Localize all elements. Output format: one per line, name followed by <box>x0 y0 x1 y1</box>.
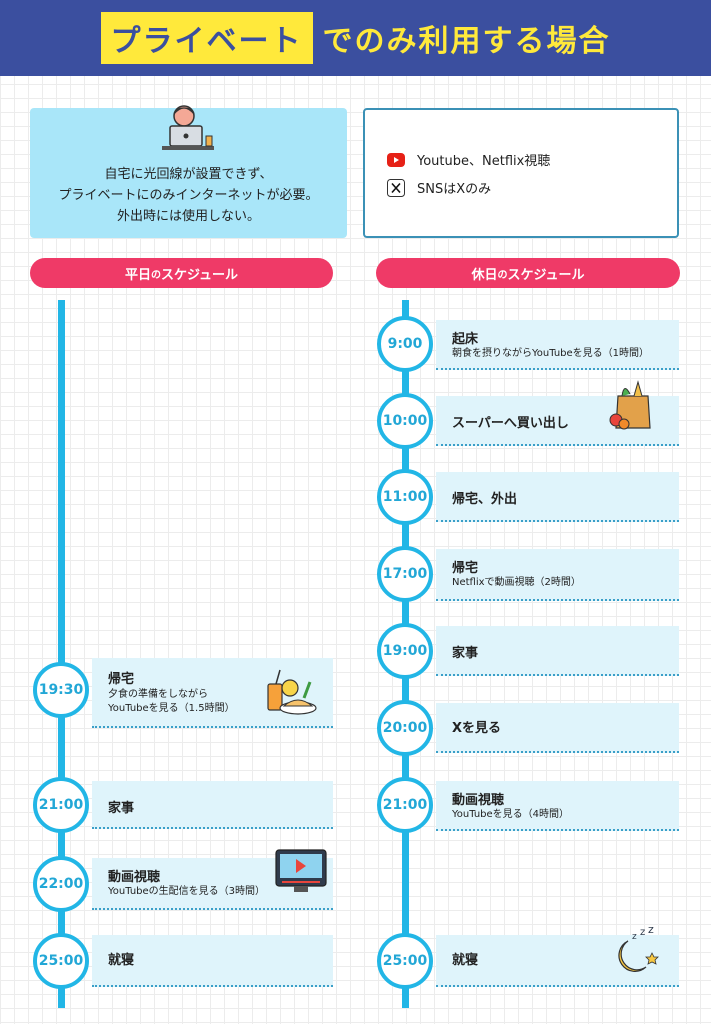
weekday-event-card: 就寝 <box>92 935 333 987</box>
event-title: 帰宅 <box>108 672 135 687</box>
holiday-event-card: 就寝 z z z <box>436 927 679 987</box>
page-header: プライベート でのみ利用する場合 <box>0 0 711 76</box>
weekday-schedule-pill: 平日のスケジュール <box>30 258 333 288</box>
event-detail: YouTubeを見る（4時間） <box>452 809 570 820</box>
weekday-title-main: 平日 <box>124 267 151 283</box>
holiday-schedule-pill: 休日のスケジュール <box>376 258 680 288</box>
person-laptop-icon <box>162 105 214 150</box>
x-logo-icon <box>387 178 405 197</box>
event-title: 動画視聴 <box>108 870 161 885</box>
holiday-time-circle: 9:00 <box>377 316 433 372</box>
svg-text:z: z <box>632 932 637 942</box>
weekday-time-circle: 19:30 <box>33 662 89 718</box>
video-player-icon <box>275 849 327 892</box>
persona-line-3: 外出時には使用しない。 <box>116 209 260 224</box>
event-title: 帰宅 <box>452 561 479 576</box>
event-title: Xを見る <box>452 721 502 736</box>
holiday-title-small: の <box>497 269 508 281</box>
holiday-event-card: 起床 朝食を摂りながらYouTubeを見る（1時間） <box>436 320 679 370</box>
event-title: 家事 <box>452 646 479 661</box>
holiday-event-card: Xを見る <box>436 703 679 753</box>
event-title: スーパーへ買い出し <box>452 416 569 431</box>
holiday-event-card: スーパーへ買い出し <box>436 380 679 446</box>
holiday-event-card: 家事 <box>436 626 679 676</box>
svg-text:z: z <box>648 927 654 936</box>
holiday-time-circle: 17:00 <box>377 546 433 602</box>
persona-line-2: プライベートにのみインターネットが必要。 <box>58 188 319 203</box>
weekday-time-circle: 25:00 <box>33 933 89 989</box>
weekday-event-card: 帰宅 夕食の準備をしながら YouTubeを見る（1.5時間） <box>92 658 333 728</box>
page-title-highlight: プライベート <box>100 12 313 64</box>
holiday-time-circle: 20:00 <box>377 700 433 756</box>
event-title: 帰宅、外出 <box>452 492 518 507</box>
usage-item-youtube: Youtube、Netflix視聴 <box>387 150 550 169</box>
dinner-icon <box>267 669 317 715</box>
event-title: 動画視聴 <box>452 793 505 808</box>
event-detail: Netflixで動画視聴（2時間） <box>452 577 581 588</box>
holiday-title-tail: スケジュール <box>507 267 585 283</box>
holiday-event-card: 帰宅 Netflixで動画視聴（2時間） <box>436 549 679 601</box>
event-detail: YouTubeの生配信を見る（3時間） <box>108 886 266 897</box>
weekday-title-tail: スケジュール <box>160 267 239 283</box>
svg-text:z: z <box>640 927 645 938</box>
holiday-time-circle: 25:00 <box>377 933 433 989</box>
youtube-icon <box>387 151 405 169</box>
grocery-bag-icon <box>609 380 651 430</box>
weekday-time-circle: 22:00 <box>33 856 89 912</box>
usage-item-label: Youtube、Netflix視聴 <box>417 154 551 169</box>
holiday-event-card: 帰宅、外出 <box>436 472 679 522</box>
event-detail: 朝食を摂りながらYouTubeを見る（1時間） <box>452 348 650 359</box>
holiday-time-circle: 11:00 <box>377 469 433 525</box>
usage-box: Youtube、Netflix視聴 SNSはXのみ <box>363 108 679 238</box>
moon-sleep-icon: z z z <box>618 927 659 972</box>
holiday-time-circle: 21:00 <box>377 777 433 833</box>
event-title: 就寝 <box>108 953 135 968</box>
event-title: 起床 <box>452 332 479 347</box>
event-detail: 夕食の準備をしながら <box>108 689 208 700</box>
weekday-timeline-line <box>58 300 65 1008</box>
page-title: でのみ利用する場合 <box>322 24 611 59</box>
event-detail: YouTubeを見る（1.5時間） <box>108 703 235 714</box>
weekday-title-small: の <box>150 269 161 281</box>
usage-item-label: SNSはXのみ <box>417 182 492 197</box>
event-title: 就寝 <box>452 953 479 968</box>
holiday-time-circle: 10:00 <box>377 393 433 449</box>
holiday-title-main: 休日 <box>471 267 498 283</box>
persona-line-1: 自宅に光回線が設置できず、 <box>104 167 273 182</box>
holiday-time-circle: 19:00 <box>377 623 433 679</box>
weekday-event-card: 動画視聴 YouTubeの生配信を見る（3時間） <box>92 849 333 910</box>
persona-box: 自宅に光回線が設置できず、 プライベートにのみインターネットが必要。 外出時には… <box>30 105 347 238</box>
holiday-event-card: 動画視聴 YouTubeを見る（4時間） <box>436 781 679 831</box>
event-title: 家事 <box>108 801 135 816</box>
weekday-event-card: 家事 <box>92 781 333 829</box>
usage-item-x: SNSはXのみ <box>387 178 491 197</box>
weekday-time-circle: 21:00 <box>33 777 89 833</box>
